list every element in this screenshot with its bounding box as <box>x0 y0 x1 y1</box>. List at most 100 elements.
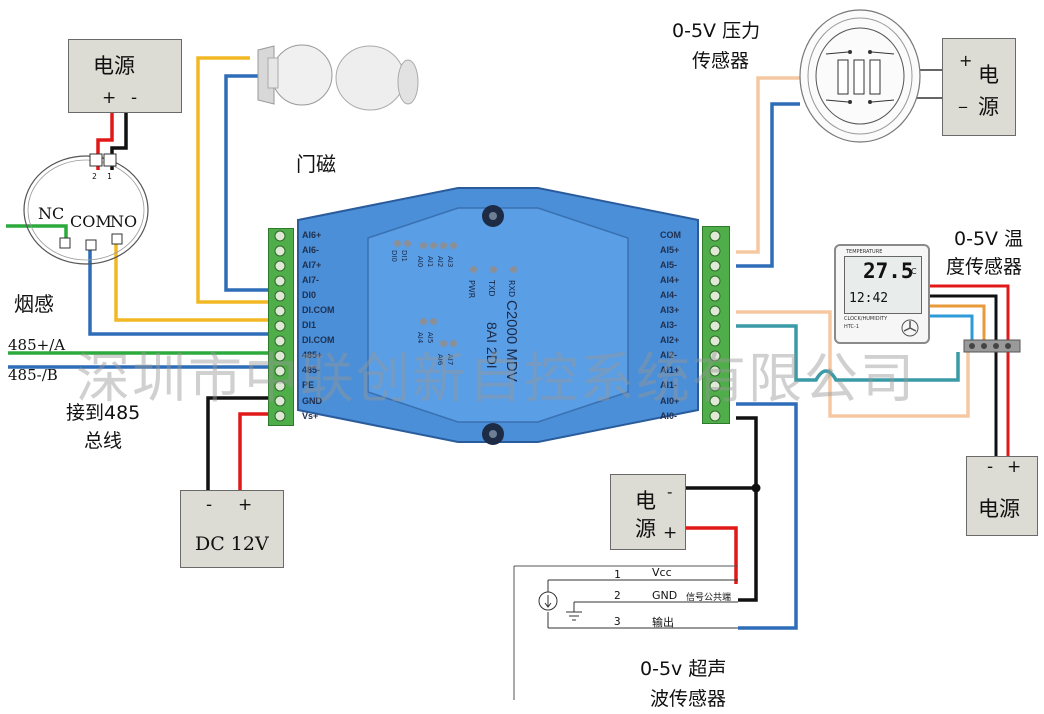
led-di0 <box>394 240 401 247</box>
led-ai4 <box>420 318 427 325</box>
right-pin[interactable]: AI3+ <box>660 305 680 315</box>
mid-power-minus: - <box>667 483 673 501</box>
right-pin[interactable]: AI0+ <box>660 396 680 406</box>
left-pin[interactable]: PE <box>302 380 315 390</box>
led-label-txd: TXD <box>487 280 496 297</box>
left-pin[interactable]: AI6- <box>302 245 320 255</box>
pressure-label-line2: 传感器 <box>692 50 750 72</box>
power-box-mid: 电 - 源 + <box>610 474 686 550</box>
left-pin[interactable]: Vs+ <box>302 411 319 421</box>
right-pin[interactable]: COM <box>660 230 681 240</box>
smoke-nc-label: NC <box>38 204 65 223</box>
left-pin[interactable]: GND <box>302 396 322 406</box>
mid-power-char2: 源 <box>635 517 656 541</box>
bus-connect-text2: 总线 <box>84 430 123 452</box>
led-ai3 <box>450 242 457 249</box>
temp-wire-blue-short <box>930 314 974 340</box>
power-box-top-left: 电源 + - <box>68 39 182 113</box>
temp-display-small: 12:42 <box>849 291 889 306</box>
door-magnet-icon <box>257 44 419 111</box>
left-pin[interactable]: AI7- <box>302 275 320 285</box>
temp-display-unit: °C <box>907 267 917 276</box>
temp-label-line1: 0-5V 温 <box>954 228 1024 250</box>
pressure-wire-peach <box>736 76 800 254</box>
led-label-di1: DI1 <box>400 250 408 262</box>
right-pin[interactable]: AI1- <box>660 380 678 390</box>
led-rxd <box>510 266 517 273</box>
right-pin[interactable]: AI2+ <box>660 335 680 345</box>
current-source-icon <box>538 591 558 611</box>
ultra-wire-black <box>736 416 758 602</box>
left-pin[interactable]: 485- <box>302 365 321 375</box>
door-magnet-label: 门磁 <box>296 152 336 176</box>
right-power-title: 电源 <box>978 497 1020 521</box>
led-label-ai0: AI0 <box>416 256 424 268</box>
ultra-power-red <box>686 526 738 584</box>
led-pwr <box>470 266 477 273</box>
right-pin[interactable]: AI0- <box>660 411 678 421</box>
watermark: 深圳市中联创新自控系统有限公司 <box>76 347 916 410</box>
module-body <box>297 187 699 445</box>
pressure-power-minus: _ <box>959 89 967 108</box>
right-pin[interactable]: AI2- <box>660 350 678 360</box>
pressure-power-plus: + <box>959 51 973 70</box>
right-pin[interactable]: AI4- <box>660 290 678 300</box>
ground-icon <box>566 602 582 621</box>
led-ai5 <box>430 318 437 325</box>
left-pin[interactable]: AI6+ <box>302 230 322 240</box>
led-di1 <box>404 240 411 247</box>
temp-model: HTC-1 <box>844 324 859 330</box>
right-power-minus: - <box>987 457 994 477</box>
pressure-wire-blue <box>736 102 800 268</box>
left-pin[interactable]: 485+ <box>302 350 323 360</box>
led-ai6 <box>440 340 447 347</box>
ultra-gnd-label: GND <box>652 589 678 602</box>
temp-terminal-block <box>963 339 1021 353</box>
led-label-ai2: AI2 <box>436 256 444 268</box>
led-label-ai1: AI1 <box>426 256 434 268</box>
right-pin[interactable]: AI5- <box>660 260 678 270</box>
led-label-ai3: AI3 <box>446 256 454 268</box>
junction-dot <box>751 483 761 493</box>
mid-power-plus: + <box>663 523 678 543</box>
ultra-output-label: 输出 <box>652 616 674 629</box>
power-box-pressure: + 电 _ 源 <box>942 38 1016 136</box>
ultra-pin-2: 2 <box>614 589 621 602</box>
door-magnet-wire-blue <box>224 74 292 292</box>
led-label-di0: DI0 <box>390 250 398 262</box>
right-pin[interactable]: AI4+ <box>660 275 680 285</box>
bus-connect-text: 接到485 <box>66 402 141 424</box>
smoke-sensor-label: 烟感 <box>14 292 54 316</box>
right-pin[interactable]: AI1+ <box>660 365 680 375</box>
smoke-terminal-1: 1 <box>107 172 112 181</box>
temp-display-value: 27.5 <box>863 259 914 283</box>
right-pin[interactable]: AI3- <box>660 320 678 330</box>
pressure-power-char1: 电 <box>978 63 999 87</box>
led-txd <box>490 266 497 273</box>
smoke-terminal-2: 2 <box>92 172 97 181</box>
left-pin[interactable]: DI.COM <box>302 335 335 345</box>
left-pin[interactable]: DI0 <box>302 290 317 300</box>
ultra-pin-3: 3 <box>614 615 621 628</box>
temp-wire-teal <box>736 324 960 382</box>
left-pin[interactable]: DI1 <box>302 320 317 330</box>
smoke-com-label: COM <box>70 212 112 231</box>
ultra-wire-blue <box>736 402 798 630</box>
led-label-pwr: PWR <box>467 280 476 299</box>
terminal-screws <box>274 230 721 422</box>
door-magnet-wire-yellow <box>196 56 292 304</box>
power-minus: - <box>131 88 138 108</box>
left-pin[interactable]: DI.COM <box>302 305 335 315</box>
power-title: 电源 <box>93 54 135 78</box>
ultra-gnd-note: 信号公共端 <box>686 593 732 603</box>
right-pin[interactable]: AI5+ <box>660 245 680 255</box>
mid-power-char1: 电 <box>635 489 656 513</box>
ultra-label-line2: 波传感器 <box>650 688 727 710</box>
ultra-label-line1: 0-5v 超声 <box>640 658 727 680</box>
left-pin[interactable]: AI7+ <box>302 260 322 270</box>
smoke-sensor-icon <box>23 153 149 265</box>
led-ai0 <box>420 242 427 249</box>
led-ai7 <box>450 340 457 347</box>
temp-wire-peach1 <box>736 310 970 418</box>
temp-caption-top: TEMPERATURE <box>846 249 883 255</box>
